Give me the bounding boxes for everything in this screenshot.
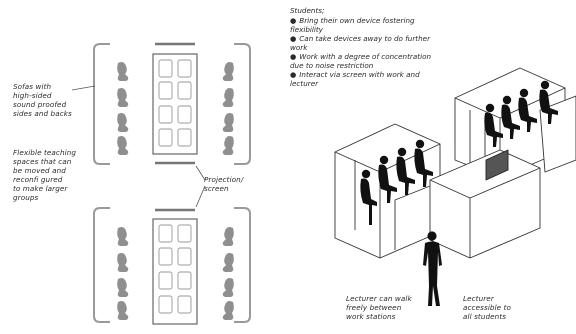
flexible-label-line: be moved and — [13, 166, 66, 175]
leader-lines — [71, 85, 206, 208]
desk-seat — [177, 247, 192, 266]
seated-person-icon — [117, 62, 129, 81]
students-notes: Students; ●Bring their own device foster… — [290, 6, 440, 88]
student-note-item: ●Can take devices away to do further wor… — [290, 34, 440, 52]
sofa-left-top — [93, 43, 110, 165]
screen-3d — [485, 149, 509, 181]
desk-seat — [177, 105, 192, 124]
seated-person-icon — [222, 62, 234, 81]
desk-seat — [158, 224, 173, 243]
desk-seat — [158, 59, 173, 78]
student-note-item: ●Work with a degree of concentration due… — [290, 52, 440, 70]
student-note-item: ●Interact via screen with work and lectu… — [290, 70, 440, 88]
lecturer-walk-line: Lecturer can walk — [346, 294, 412, 303]
bullet-icon: ● — [290, 52, 297, 61]
seated-person-icon — [222, 278, 234, 297]
flexible-label: Flexible teaching spaces that can be mov… — [13, 148, 76, 202]
flexible-label-line: spaces that can — [13, 157, 72, 166]
leader-projection-2 — [195, 185, 206, 208]
desk-seat — [177, 59, 192, 78]
desk-seat — [158, 81, 173, 100]
lecturer-access-line: accessible to — [463, 303, 511, 312]
flexible-label-line: to make larger — [13, 184, 68, 193]
desk-seat — [158, 128, 173, 147]
sofa-left-bottom — [93, 207, 110, 323]
seated-silhouette-icon — [396, 147, 415, 195]
seated-silhouette-icon — [414, 139, 433, 187]
student-note-text: Interact via screen with — [299, 70, 385, 79]
leader-projection-1 — [195, 165, 206, 181]
student-note-text: Work with a degree of concentration — [299, 52, 432, 61]
projection-label: Projection/ screen — [204, 175, 243, 193]
student-note-text: fostering flexibility — [290, 16, 415, 34]
seated-person-icon — [222, 113, 234, 132]
seated-silhouette-icon — [360, 169, 377, 225]
lecturer-access-line: Lecturer — [463, 294, 494, 303]
lecturer-access-label: Lecturer accessible to all students — [463, 294, 511, 321]
sofas-label-line: Sofas with — [13, 82, 52, 91]
sofa-right-bottom — [234, 207, 251, 323]
floor-plan-top — [93, 42, 251, 165]
silhouettes — [360, 80, 558, 306]
desk-seat — [158, 295, 173, 314]
sofas-label-line: sound proofed — [13, 100, 67, 109]
floor-plan-bottom — [93, 207, 251, 325]
student-note-text: further work — [290, 34, 431, 52]
student-note-text: due to noise restriction — [290, 61, 374, 70]
seated-person-icon — [117, 227, 129, 246]
leader-sofa — [71, 85, 96, 91]
flexible-label-line: groups — [13, 193, 39, 202]
seated-silhouette-icon — [518, 88, 537, 132]
flexible-label-line: Flexible teaching — [13, 148, 77, 157]
bullet-icon: ● — [290, 34, 297, 43]
desk-seat — [177, 81, 192, 100]
seated-person-icon — [222, 88, 234, 107]
seated-silhouette-icon — [501, 95, 520, 139]
desk-seat — [158, 271, 173, 290]
desk-seat — [177, 128, 192, 147]
seated-silhouette-icon — [484, 103, 503, 147]
lecturer-walk-label: Lecturer can walk freely between work st… — [346, 294, 412, 321]
desk-seat — [177, 295, 192, 314]
desk-seat — [177, 224, 192, 243]
center-partition — [429, 149, 541, 259]
student-note-text: Can take devices away to do — [299, 34, 403, 43]
sofas-label-line: sides and backs — [13, 109, 72, 118]
seated-person-icon — [117, 278, 129, 297]
student-note-text: Bring their own device — [299, 16, 381, 25]
seated-person-icon — [222, 253, 234, 272]
sofa-right-top — [234, 43, 251, 165]
desk-seat — [158, 105, 173, 124]
seated-person-icon — [117, 301, 129, 320]
flexible-label-line: reconfi gured — [13, 175, 63, 184]
bullet-icon: ● — [290, 16, 297, 25]
lecturer-walk-line: freely between — [346, 303, 402, 312]
lecturer-walk-line: work stations — [346, 312, 396, 321]
seated-person-icon — [222, 136, 234, 155]
student-note-item: ●Bring their own device fostering flexib… — [290, 16, 440, 34]
seated-silhouette-icon — [539, 80, 558, 124]
sofas-label: Sofas with high-sided sound proofed side… — [13, 82, 72, 118]
seated-person-icon — [222, 227, 234, 246]
desk-seat — [158, 247, 173, 266]
seated-person-icon — [117, 136, 129, 155]
desk-seat — [177, 271, 192, 290]
seated-person-icon — [117, 113, 129, 132]
seated-person-icon — [117, 88, 129, 107]
seated-silhouette-icon — [378, 155, 397, 203]
student-note-text: work and lecturer — [290, 70, 420, 88]
projection-label-line: screen — [204, 184, 229, 193]
sofas-label-line: high-sided — [13, 91, 52, 100]
students-heading: Students; — [290, 6, 325, 15]
bullet-icon: ● — [290, 70, 297, 79]
lecturer-access-line: all students — [463, 312, 507, 321]
seated-person-icon — [222, 301, 234, 320]
projection-label-line: Projection/ — [204, 175, 244, 184]
seated-person-icon — [117, 253, 129, 272]
lecturer-silhouette-icon — [423, 231, 442, 306]
